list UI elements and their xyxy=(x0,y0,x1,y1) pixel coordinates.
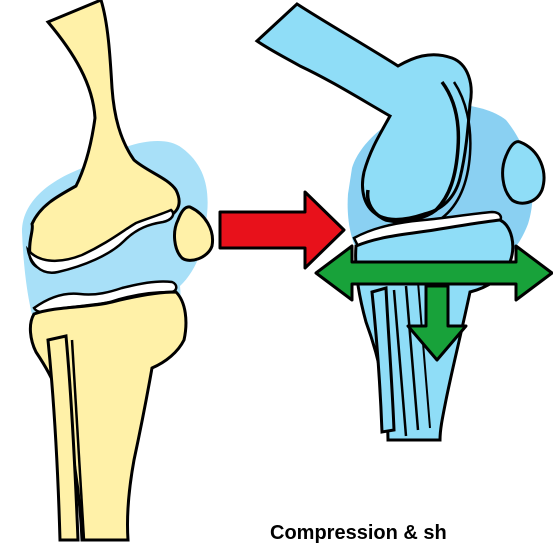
injured-patella xyxy=(503,142,544,204)
diagram-caption: Compression & sh xyxy=(270,521,447,545)
normal-knee-joint xyxy=(22,0,213,540)
injured-femur xyxy=(257,4,471,219)
compression-arrow-icon xyxy=(220,192,344,268)
